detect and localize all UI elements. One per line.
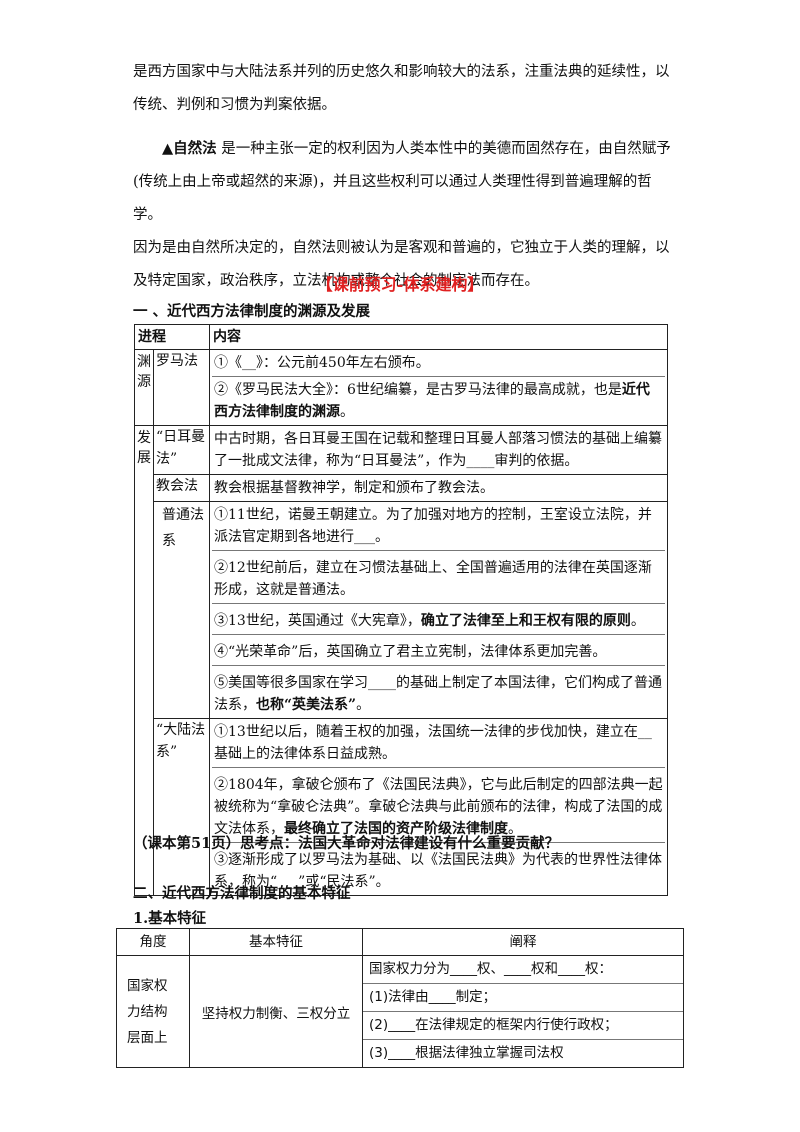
natural-law-line-3: 因为是由自然所决定的，自然法则被认为是客观和普遍的，它独立于人类的理解，以: [133, 240, 670, 256]
origin-label: 渊源: [134, 349, 154, 426]
natural-law-line-1: 是一种主张一定的权利因为人类本性中的美德而固然存在，由自然赋予: [216, 141, 671, 157]
civil-item-3: ③逐渐形成了以罗马法为基础、以《法国民法典》为代表的世界性法律体系，称为“___…: [214, 852, 662, 890]
civil-item-2-text: ②1804年，拿破仑颁布了《法国民法典》，它与此后制定的四部法典一起被统称为“拿…: [214, 777, 663, 837]
explain-item-2: (1)法律由____制定；: [363, 984, 683, 1012]
germanic-cell: 中古时期，各日耳曼王国在记载和整理日耳曼人部落习惯法的基础上编纂了一批成文法律，…: [209, 425, 668, 475]
roman-item-1: ①《__》：公元前450年左右颁布。: [212, 350, 665, 377]
explain-item-1: 国家权力分为____权、____权和____权：: [363, 956, 683, 984]
table-row: 发展 “日耳曼法” 中古时期，各日耳曼王国在记载和整理日耳曼人部落习惯法的基础上…: [134, 425, 668, 896]
explain-item-3: (2)____在法律规定的框架内行使行政权；: [363, 1012, 683, 1040]
civil-law-cell: ①13世纪以后，随着王权的加强，法国统一法律的步伐加快，建立在__基础上的法律体…: [209, 718, 668, 896]
common-item-1: ①11世纪，诺曼王朝建立。为了加强对地方的控制，王室设立法院，并派法官定期到各地…: [212, 502, 665, 551]
germanic-text: 中古时期，各日耳曼王国在记载和整理日耳曼人部落习惯法的基础上编纂了一批成文法律，…: [214, 431, 662, 469]
natural-law-paragraph: ▲自然法 是一种主张一定的权利因为人类本性中的美德而固然存在，由自然赋予 (传统…: [133, 132, 678, 298]
common-law-cell: ①11世纪，诺曼王朝建立。为了加强对地方的控制，王室设立法院，并派法官定期到各地…: [209, 501, 668, 719]
section-title: 【课前预习-体系建构】: [316, 275, 484, 294]
explain-item-4: (3)____根据法律独立掌握司法权: [369, 1045, 564, 1061]
think-point: （课本第51页）思考点：法国大革命对法律建设有什么重要贡献？: [133, 835, 560, 852]
row-feature: 坚持权力制衡、三权分立: [189, 955, 363, 1068]
row-angle: 国家权力结构层面上: [116, 955, 190, 1068]
common-item-5-end: 。: [356, 697, 371, 713]
natural-law-term: ▲自然法: [162, 140, 217, 157]
canon-label: 教会法: [153, 474, 210, 502]
roman-cell: ①《__》：公元前450年左右颁布。 ②《罗马民法大全》：6世纪编纂，是古罗马法…: [209, 349, 668, 426]
intro-line-2: 传统、判例和习惯为判案依据。: [133, 97, 336, 113]
col-content: 内容: [209, 324, 668, 350]
dev-label: 发展: [134, 425, 154, 896]
common-law-label: 普通法系: [153, 501, 210, 719]
germanic-label: “日耳曼法”: [153, 425, 210, 475]
roman-item-2-end: 。: [340, 404, 354, 420]
table-row: 国家权力结构层面上 坚持权力制衡、三权分立 国家权力分为____权、____权和…: [116, 955, 684, 1068]
table-row: “大陆法系” ①13世纪以后，随着王权的加强，法国统一法律的步伐加快，建立在__…: [135, 718, 668, 896]
col-feature: 基本特征: [189, 928, 363, 956]
table-row: 教会法 教会根据基督教神学，制定和颁布了教会法。: [135, 474, 668, 502]
natural-law-line-2: (传统上由上帝或超然的来源)，并且这些权利可以通过人类理性得到普遍理解的哲学。: [133, 174, 652, 223]
common-item-3-text: ③13世纪，英国通过《大宪章》，: [214, 613, 421, 629]
roman-item-2-bold: 近代西方法律制度的渊源: [214, 382, 650, 420]
col-explain: 阐释: [362, 928, 684, 956]
roman-label: 罗马法: [153, 349, 210, 426]
features-header-row: 角度 基本特征 阐释: [116, 928, 684, 956]
intro-line-1: 是西方国家中与大陆法系并列的历史悠久和影响较大的法系，注重法典的延续性，以: [133, 64, 670, 80]
common-item-3-end: 。: [630, 613, 645, 629]
civil-law-label: “大陆法系”: [153, 718, 210, 896]
origin-development-table: 进程 内容 渊源 罗马法 ①《__》：公元前450年左右颁布。 ②《罗马民法大全…: [134, 324, 668, 896]
civil-item-2-end: 。: [508, 821, 522, 837]
civil-item-2: ②1804年，拿破仑颁布了《法国民法典》，它与此后制定的四部法典一起被统称为“拿…: [212, 772, 665, 843]
col-stage: 进程: [134, 324, 210, 350]
common-item-3-bold: 确立了法律至上和王权有限的原则: [420, 613, 631, 629]
civil-item-2-bold: 最终确立了法国的资产阶级法律制度: [284, 821, 508, 837]
common-item-4: ④“光荣革命”后，英国确立了君主立宪制，法律体系更加完善。: [212, 639, 665, 666]
canon-text: 教会根据基督教神学，制定和颁布了教会法。: [214, 480, 494, 496]
row-explain: 国家权力分为____权、____权和____权： (1)法律由____制定； (…: [362, 955, 684, 1068]
table-row: 普通法系 ①11世纪，诺曼王朝建立。为了加强对地方的控制，王室设立法院，并派法官…: [135, 501, 668, 719]
civil-item-1: ①13世纪以后，随着王权的加强，法国统一法律的步伐加快，建立在__基础上的法律体…: [212, 719, 665, 768]
col-angle: 角度: [116, 928, 190, 956]
intro-paragraph: 是西方国家中与大陆法系并列的历史悠久和影响较大的法系，注重法典的延续性，以 传统…: [133, 56, 678, 122]
table-header-row: 进程 内容: [134, 324, 668, 350]
canon-cell: 教会根据基督教神学，制定和颁布了教会法。: [209, 474, 668, 502]
part1-heading: 一 、近代西方法律制度的渊源及发展: [133, 303, 371, 320]
part2-sub: 1.基本特征: [133, 910, 207, 927]
roman-item-2: ②《罗马民法大全》：6世纪编纂，是古罗马法律的最高成就，也是近代西方法律制度的渊…: [212, 377, 665, 425]
roman-item-2-text: ②《罗马民法大全》：6世纪编纂，是古罗马法律的最高成就，也是: [214, 382, 622, 398]
common-item-5-bold: 也称“英美法系”: [256, 697, 357, 713]
features-table: 角度 基本特征 阐释 国家权力结构层面上 坚持权力制衡、三权分立 国家权力分为_…: [116, 928, 684, 1068]
common-item-5: ⑤美国等很多国家在学习____的基础上制定了本国法律，它们构成了普通法系，也称“…: [212, 670, 665, 718]
common-item-2: ②12世纪前后，建立在习惯法基础上、全国普遍适用的法律在英国逐渐形成，这就是普通…: [212, 555, 665, 604]
part2-heading: 二、近代西方法律制度的基本特征: [133, 885, 351, 902]
natural-law-line-4: 及特定国家，政治秩序，立法机构或整个社会的制定法而存在。: [133, 273, 539, 289]
table-row: 渊源 罗马法 ①《__》：公元前450年左右颁布。 ②《罗马民法大全》：6世纪编…: [134, 349, 668, 426]
common-item-5-text: ⑤美国等很多国家在学习____的基础上制定了本国法律，它们构成了普通法系，: [214, 675, 662, 713]
common-item-3: ③13世纪，英国通过《大宪章》，确立了法律至上和王权有限的原则。: [212, 608, 665, 635]
